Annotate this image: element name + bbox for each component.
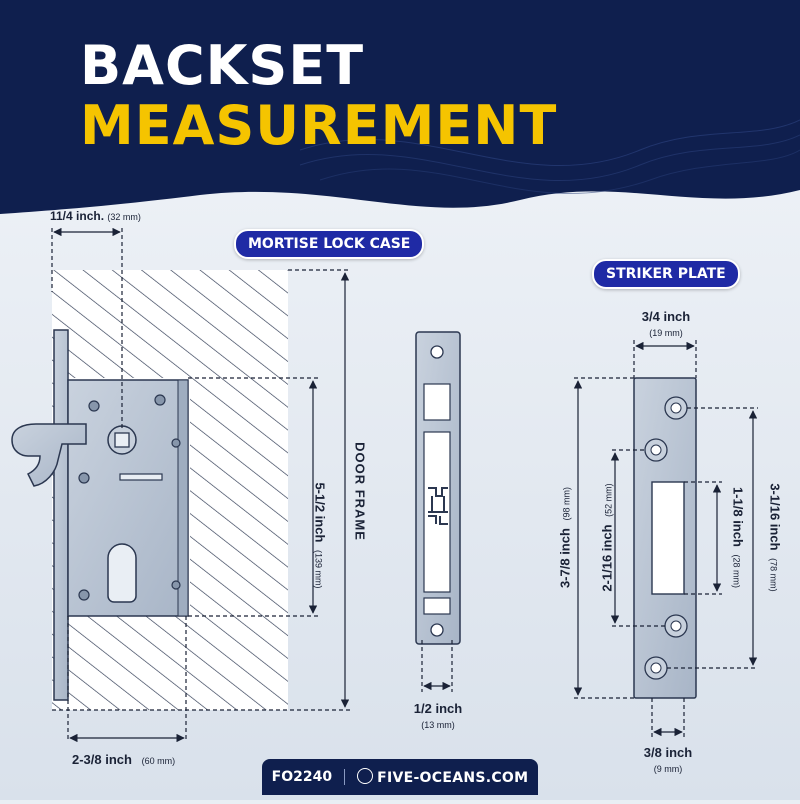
website-link[interactable]: FIVE-OCEANS.COM (357, 768, 528, 786)
title-line-1: BACKSET (80, 34, 365, 97)
dim-plate-width: 3/4 inch(19 mm) (641, 309, 691, 338)
dim-hole-outer: 3-1/16 inch (78 mm) (767, 483, 783, 592)
header-banner (0, 0, 800, 214)
lock-faceplate (53, 329, 69, 701)
globe-icon (357, 768, 374, 784)
footer-divider (344, 769, 346, 785)
website-text: FIVE-OCEANS.COM (377, 770, 529, 786)
dim-faceplate-width: 1/2 inch(13 mm) (413, 701, 463, 730)
door-frame-label: DOOR FRAME (352, 442, 368, 541)
dim-hole-inner: 2-1/16 inch (52 mm) (599, 483, 615, 592)
section-label-striker: STRIKER PLATE (592, 259, 740, 289)
dim-slot-width: 3/8 inch(9 mm) (643, 745, 693, 774)
product-code: FO2240 (271, 769, 333, 785)
footer-bar: FO2240 FIVE-OCEANS.COM (262, 759, 538, 795)
dim-plate-height: 3-7/8 inch (98 mm) (557, 486, 573, 589)
dim-backset: 11/4 inch. (32 mm) (50, 209, 141, 223)
dim-slot-height: 1-1/8 inch (28 mm) (730, 486, 746, 589)
hook-bolt (11, 423, 87, 487)
cylinder-cutout (107, 543, 137, 603)
striker-slot (651, 481, 685, 595)
dim-case-height: 5-1/2 inch (139 mm) (312, 482, 328, 589)
dim-case-width: 2-3/8 inch (60 mm) (72, 752, 176, 767)
title-line-2: MEASUREMENT (80, 94, 558, 157)
section-label-mortise: MORTISE LOCK CASE (234, 229, 425, 259)
